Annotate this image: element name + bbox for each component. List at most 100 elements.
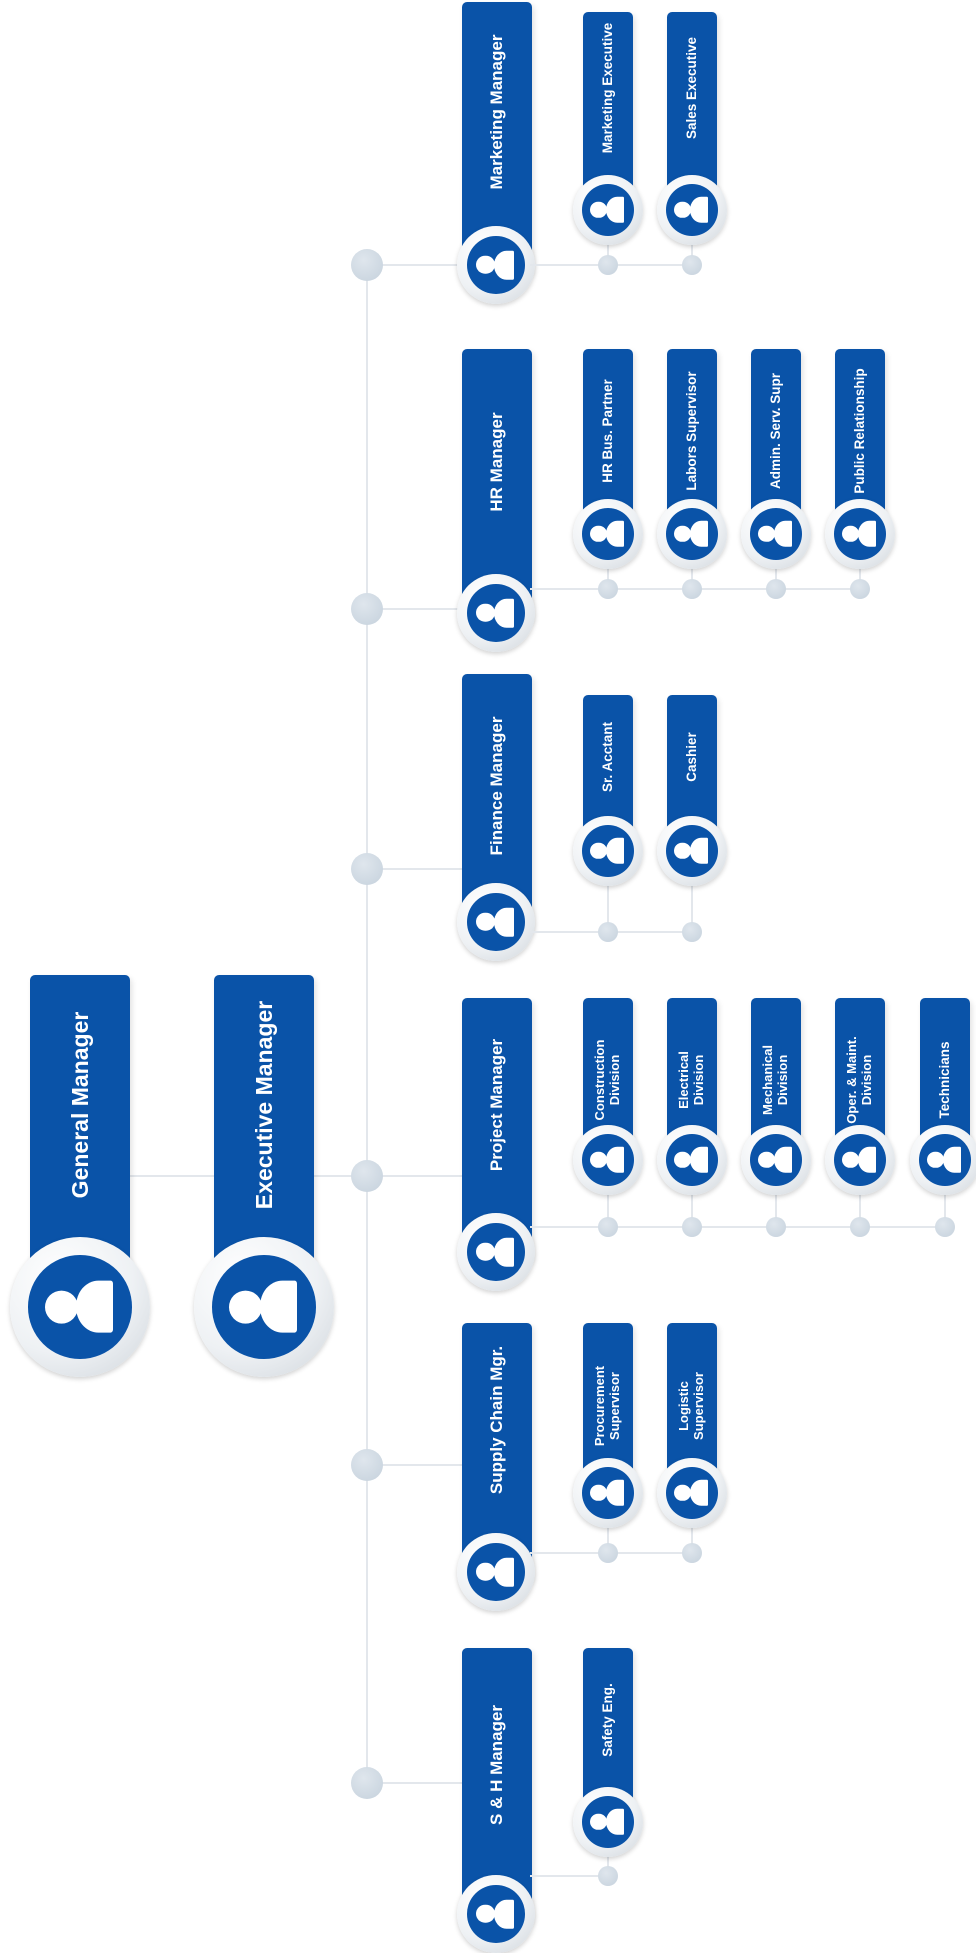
person-body — [605, 1147, 625, 1173]
marketing-manager-avatar-disc — [467, 236, 525, 294]
marketing-sub-1-card-label: Marketing Executive — [600, 22, 616, 154]
general-manager-avatar-disc — [28, 1255, 132, 1359]
project-sub-2-card-label: Electrical Division — [676, 1051, 706, 1109]
supply-chain-sub-1-hub-node — [598, 1543, 618, 1563]
person-body — [493, 1237, 515, 1267]
person-body — [493, 907, 515, 937]
hr-sub-4-hub-node — [850, 579, 870, 599]
sh-manager-avatar-disc — [467, 1885, 525, 1943]
supply-chain-sub-1-card-label: Procurement Supervisor — [592, 1365, 622, 1447]
person-head — [590, 842, 607, 860]
person-body — [773, 521, 793, 547]
person-head — [476, 1242, 495, 1262]
sh-hub-line — [530, 1875, 608, 1877]
person-head — [476, 603, 495, 623]
project-sub-3-avatar-disc — [750, 1134, 802, 1186]
person-icon — [834, 1134, 886, 1186]
hr-sub-4-card-label: Public Relationship — [852, 368, 868, 494]
person-body — [493, 1899, 515, 1929]
person-head — [228, 1290, 262, 1324]
hr-manager-card-label: HR Manager — [487, 412, 507, 512]
person-icon — [666, 508, 718, 560]
person-icon — [582, 1467, 634, 1519]
finance-sub-2-stem — [691, 851, 693, 932]
sh-sub-1-hub-node — [598, 1866, 618, 1886]
person-icon — [666, 825, 718, 877]
marketing-sub-2-avatar-disc — [666, 184, 718, 236]
person-icon — [919, 1134, 971, 1186]
executive-manager-card[interactable]: Executive Manager — [214, 975, 314, 1275]
finance-spine-node — [351, 853, 383, 885]
marketing-sub-1-avatar-disc — [582, 184, 634, 236]
person-head — [758, 525, 775, 543]
person-head — [674, 1484, 691, 1502]
sh-manager-card-label: S & H Manager — [487, 1705, 507, 1825]
general-manager-card[interactable]: General Manager — [30, 975, 130, 1275]
person-head — [590, 1484, 607, 1502]
person-icon — [28, 1255, 132, 1359]
person-body — [689, 838, 709, 864]
person-body — [689, 1147, 709, 1173]
supply-chain-branch — [368, 1464, 464, 1466]
marketing-branch — [368, 264, 464, 266]
sh-sub-1-card-label: Safety Eng. — [600, 1683, 616, 1757]
sh-spine-node — [351, 1767, 383, 1799]
person-head — [476, 1562, 495, 1582]
marketing-manager-avatar — [457, 226, 535, 304]
person-icon — [834, 508, 886, 560]
hr-sub-2-card-label: Labors Supervisor — [684, 371, 700, 491]
person-body — [689, 521, 709, 547]
person-icon — [212, 1255, 316, 1359]
person-head — [590, 1151, 607, 1169]
project-sub-5-avatar — [910, 1125, 976, 1195]
supply-chain-sub-1-avatar-disc — [582, 1467, 634, 1519]
executive-manager-avatar — [194, 1237, 334, 1377]
project-sub-4-hub-node — [850, 1217, 870, 1237]
hr-sub-1-card-label: HR Bus. Partner — [600, 379, 616, 483]
hr-sub-2-avatar-disc — [666, 508, 718, 560]
person-body — [857, 521, 877, 547]
hr-sub-3-card-label: Admin. Serv. Supr — [768, 372, 784, 490]
person-body — [689, 1480, 709, 1506]
person-head — [476, 1904, 495, 1924]
project-sub-5-avatar-disc — [919, 1134, 971, 1186]
project-hub-line — [530, 1226, 945, 1228]
person-body — [857, 1147, 877, 1173]
hr-sub-4-avatar-disc — [834, 508, 886, 560]
executive-manager-avatar-disc — [212, 1255, 316, 1359]
finance-sub-1-hub-node — [598, 922, 618, 942]
supply-chain-sub-1-avatar — [573, 1458, 643, 1528]
person-icon — [467, 236, 525, 294]
person-head — [590, 525, 607, 543]
hr-branch — [368, 608, 464, 610]
marketing-sub-1-hub-node — [598, 255, 618, 275]
marketing-sub-2-card-label: Sales Executive — [684, 36, 700, 140]
hr-sub-3-avatar — [741, 499, 811, 569]
person-head — [758, 1151, 775, 1169]
executive-manager-card-label: Executive Manager — [250, 1000, 277, 1210]
supply-chain-spine-node — [351, 1449, 383, 1481]
project-branch — [368, 1175, 464, 1177]
person-head — [674, 525, 691, 543]
person-icon — [582, 1134, 634, 1186]
finance-manager-card-label: Finance Manager — [487, 716, 507, 856]
project-spine-node — [351, 1160, 383, 1192]
person-icon — [666, 1134, 718, 1186]
sh-manager-avatar — [457, 1875, 535, 1953]
finance-sub-2-avatar — [657, 816, 727, 886]
person-head — [927, 1151, 944, 1169]
person-body — [689, 197, 709, 223]
person-icon — [467, 1223, 525, 1281]
supply-chain-manager-avatar — [457, 1533, 535, 1611]
finance-sub-2-avatar-disc — [666, 825, 718, 877]
person-head — [842, 1151, 859, 1169]
marketing-sub-2-avatar — [657, 175, 727, 245]
person-icon — [750, 1134, 802, 1186]
general-manager-avatar — [10, 1237, 150, 1377]
hr-sub-2-hub-node — [682, 579, 702, 599]
person-icon — [666, 184, 718, 236]
project-sub-3-card-label: Mechanical Division — [760, 1044, 790, 1116]
project-sub-2-avatar-disc — [666, 1134, 718, 1186]
person-icon — [467, 1885, 525, 1943]
